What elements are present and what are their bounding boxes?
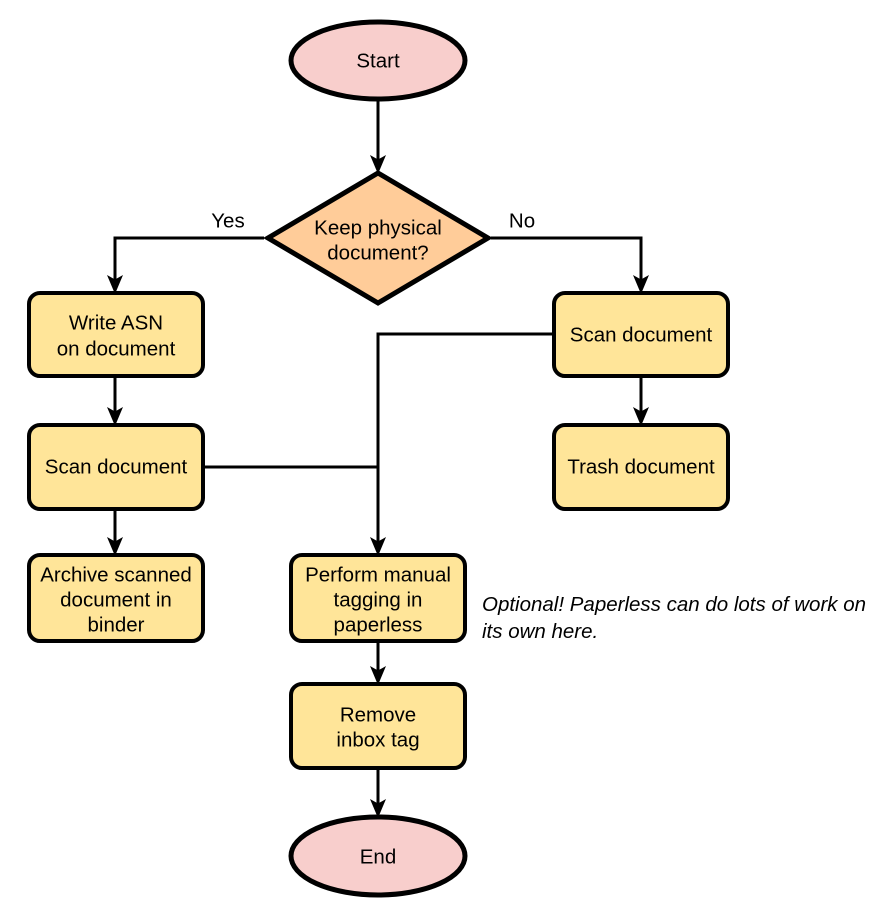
- arrow-head-icon: [107, 537, 123, 556]
- node-scan-document-left-label: Scan document: [45, 455, 188, 478]
- edge-remove-inbox-tag-to-end: [370, 770, 386, 818]
- node-remove-inbox-tag-label-line1: Remove: [340, 703, 416, 726]
- node-manual-tagging-label-line1: Perform manual: [305, 563, 451, 586]
- node-write-asn-on-document[interactable]: Write ASN on document: [27, 291, 205, 378]
- edge-manual-tagging-to-remove-inbox-tag: [370, 643, 386, 685]
- arrow-head-icon: [107, 407, 123, 426]
- node-start-label: Start: [356, 49, 400, 72]
- arrow-head-icon: [370, 799, 386, 818]
- node-trash-document-label: Trash document: [567, 455, 715, 478]
- edge-decision-yes-to-write-asn: [107, 236, 264, 294]
- annotation-optional-note-line1: Optional! Paperless can do lots of work …: [482, 593, 866, 616]
- node-end[interactable]: End: [288, 814, 468, 898]
- node-archive-label-line3: binder: [88, 613, 145, 636]
- arrow-head-icon: [370, 666, 386, 685]
- node-end-label: End: [360, 845, 396, 868]
- annotation-optional-note: Optional! Paperless can do lots of work …: [482, 593, 866, 643]
- arrow-head-icon: [633, 275, 649, 294]
- node-start[interactable]: Start: [288, 19, 468, 102]
- node-archive-label-line1: Archive scanned: [40, 563, 192, 586]
- node-decision-label-line2: document?: [327, 241, 428, 264]
- node-manual-tagging-label-line2: tagging in: [334, 588, 423, 611]
- arrow-head-icon: [370, 537, 386, 556]
- node-archive-scanned-document[interactable]: Archive scanned document in binder: [27, 553, 205, 643]
- node-archive-label-line2: document in: [60, 588, 172, 611]
- arrow-head-icon: [107, 275, 123, 294]
- annotation-optional-note-line2: its own here.: [482, 620, 598, 643]
- node-scan-document-left[interactable]: Scan document: [27, 423, 205, 511]
- edge-label-no: No: [509, 209, 535, 232]
- edge-scan-right-to-manual-tagging: [370, 332, 552, 556]
- edge-scan-left-to-archive: [107, 511, 123, 556]
- edge-write-asn-to-scan-left: [107, 378, 123, 426]
- arrow-head-icon: [370, 155, 386, 174]
- node-remove-inbox-tag[interactable]: Remove inbox tag: [289, 682, 467, 770]
- node-remove-inbox-tag-label-line2: inbox tag: [336, 728, 419, 751]
- edge-start-to-decision: [370, 101, 386, 174]
- node-scan-document-right-label: Scan document: [570, 323, 713, 346]
- node-perform-manual-tagging[interactable]: Perform manual tagging in paperless: [289, 553, 467, 643]
- edge-decision-no-to-scan-right: [491, 236, 649, 294]
- arrow-head-icon: [633, 407, 649, 426]
- node-manual-tagging-label-line3: paperless: [334, 613, 423, 636]
- node-trash-document[interactable]: Trash document: [552, 423, 730, 511]
- edge-scan-right-to-trash: [633, 378, 649, 426]
- node-write-asn-label-line1: Write ASN: [69, 311, 163, 334]
- node-decision-label-line1: Keep physical: [314, 216, 442, 239]
- node-scan-document-right[interactable]: Scan document: [552, 291, 730, 378]
- node-write-asn-label-line2: on document: [57, 337, 176, 360]
- edge-label-yes: Yes: [211, 209, 244, 232]
- node-decision-keep-physical-document[interactable]: Keep physical document?: [263, 170, 493, 306]
